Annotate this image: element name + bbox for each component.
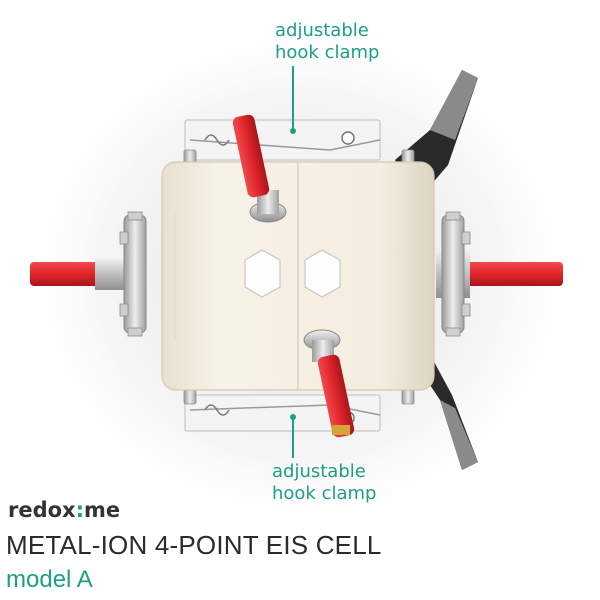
brand-logo: redox:me bbox=[8, 498, 120, 522]
callout-bottom-line1: adjustable bbox=[272, 461, 366, 482]
top-hook-clamp bbox=[184, 119, 381, 161]
right-gear bbox=[441, 214, 465, 334]
right-red-rod bbox=[465, 262, 563, 286]
top-leader-dot bbox=[290, 128, 296, 134]
brand-part1: redox bbox=[8, 498, 76, 522]
product-model: model A bbox=[6, 566, 93, 593]
callout-top-line1: adjustable bbox=[275, 20, 369, 41]
brand-separator: : bbox=[75, 498, 85, 522]
bottom-red-connector bbox=[303, 329, 355, 438]
product-title: METAL-ION 4-POINT EIS CELL bbox=[6, 530, 382, 560]
brand-part2: me bbox=[84, 498, 121, 522]
top-leader-line bbox=[292, 66, 294, 130]
bottom-leader-line bbox=[292, 418, 294, 458]
top-clamp-callout: adjustable hook clamp bbox=[275, 20, 379, 64]
bottom-leader-dot bbox=[290, 414, 296, 420]
callout-top-line2: hook clamp bbox=[275, 42, 380, 63]
top-red-connector bbox=[232, 114, 287, 223]
bottom-clamp-callout: adjustable hook clamp bbox=[272, 461, 376, 505]
callout-bottom-line2: hook clamp bbox=[272, 483, 377, 504]
corner-bolts bbox=[183, 149, 415, 405]
